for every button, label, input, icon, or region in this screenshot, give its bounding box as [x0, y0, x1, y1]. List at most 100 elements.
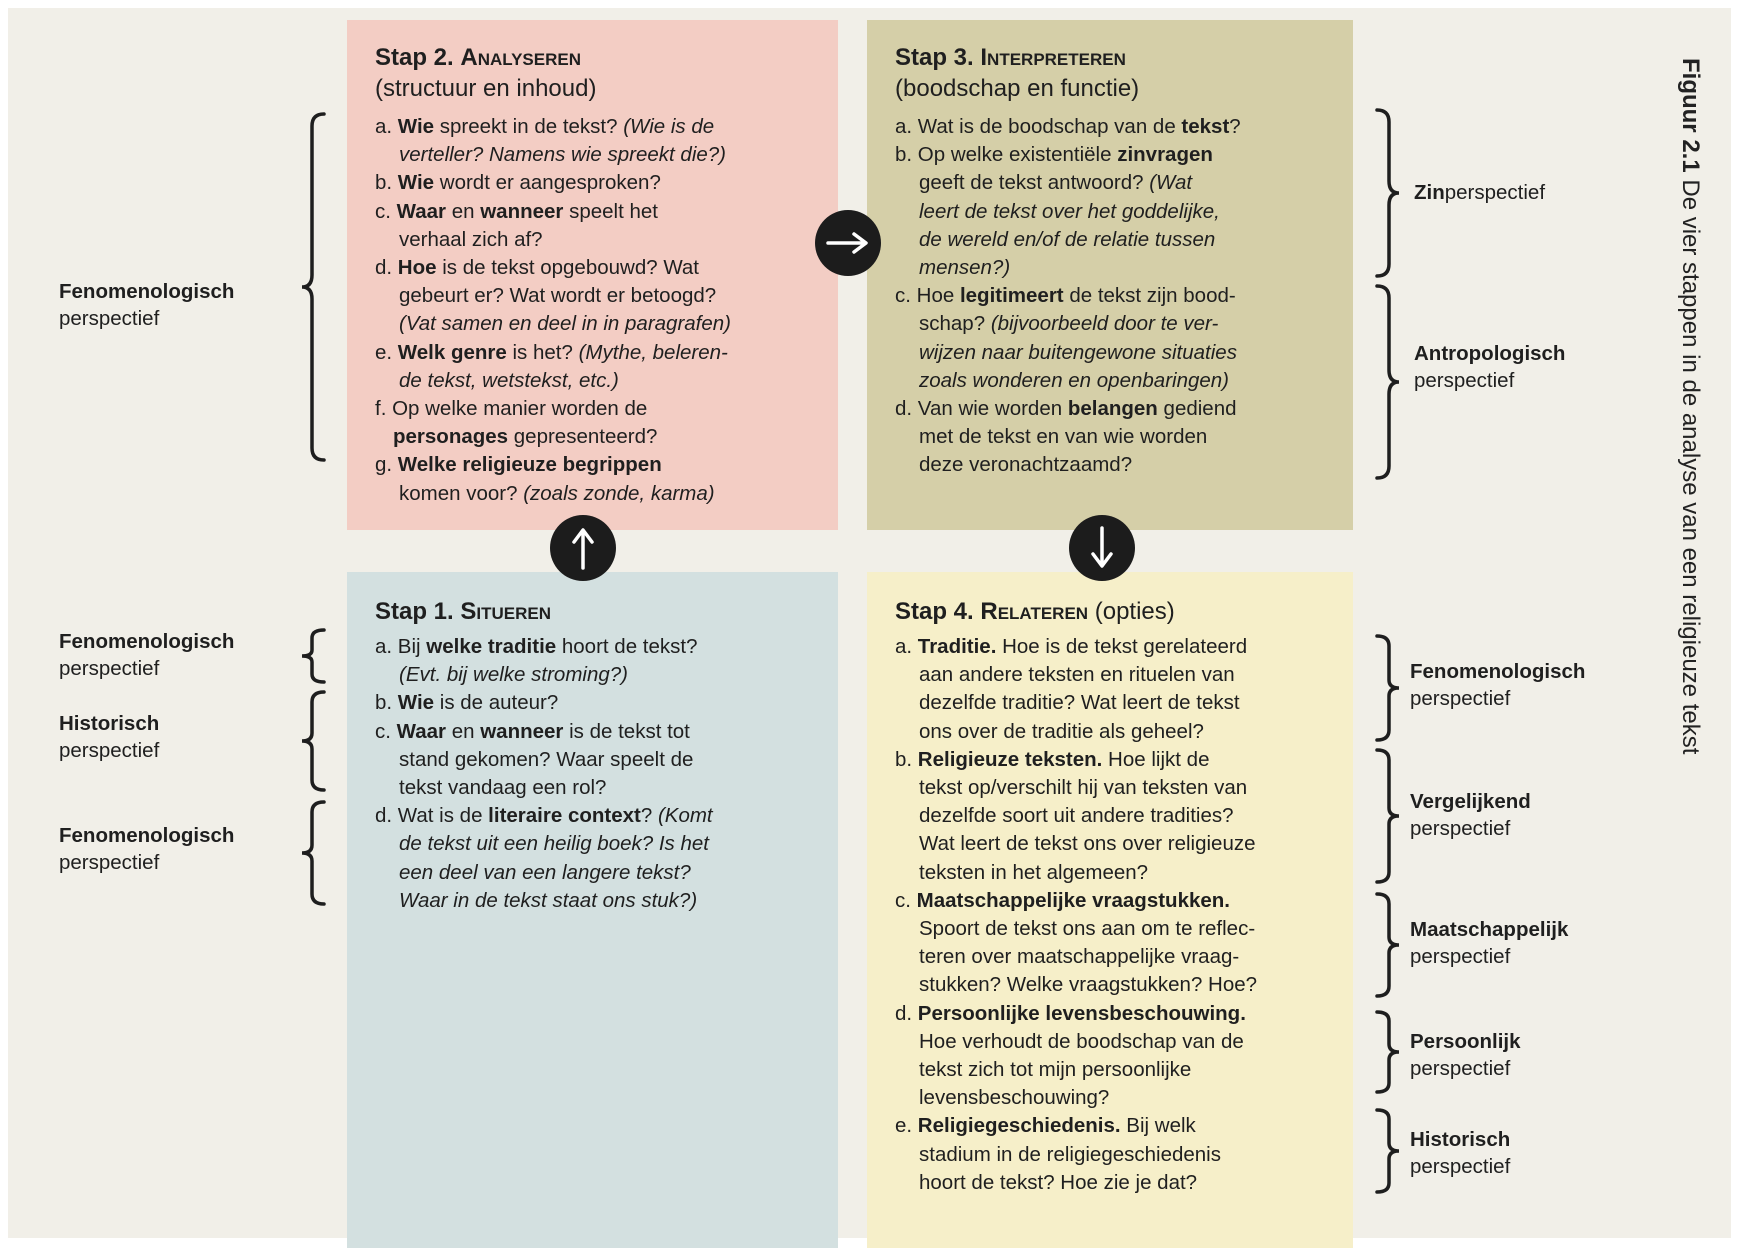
item-line: zoals wonderen en openbaringen) — [919, 368, 1229, 394]
item-text: de tekst, wetstekst, etc.) — [399, 368, 619, 392]
item-text: wordt er aangesproken? — [434, 171, 661, 195]
item-line: d. Wat is de literaire context? (Komt — [375, 803, 713, 829]
item-text: hoort de tekst? Hoe zie je dat? — [919, 1170, 1198, 1194]
item-text: Waar — [396, 199, 447, 223]
item-text: Hoe — [397, 256, 437, 279]
item-line: a. Wat is de boodschap van de tekst? — [895, 114, 1241, 140]
item-line: verhaal zich af? — [399, 227, 543, 253]
item-text: personages — [393, 425, 509, 449]
item-text: en — [446, 199, 481, 223]
item-text: stadium in de religiegeschiedenis — [919, 1142, 1221, 1166]
step2-box: Stap 2. Analyseren (structuur en inhoud)… — [347, 20, 838, 530]
item-text: komen voor? — [399, 481, 524, 505]
item-line: schap? (bijvoorbeeld door te ver- — [919, 311, 1218, 337]
item-text: d. Wat is de — [375, 804, 489, 828]
item-text: dezelfde traditie? Wat leert de tekst — [919, 691, 1240, 715]
item-text: g. — [375, 453, 398, 477]
item-line: met de tekst en van wie worden — [919, 424, 1207, 450]
item-line: e. Welk genre is het? (Mythe, beleren- — [375, 340, 728, 366]
item-line: verteller? Namens wie spreekt die?) — [399, 142, 726, 168]
item-text: Persoonlijke levensbeschouwing. — [917, 1001, 1246, 1025]
item-text: is de tekst tot — [563, 719, 690, 743]
item-line: stukken? Welke vraagstukken? Hoe? — [919, 972, 1257, 998]
right-arrow-icon — [815, 210, 881, 276]
item-line: tekst vandaag een rol? — [399, 775, 606, 801]
item-text: Wie — [397, 691, 435, 715]
item-line: hoort de tekst? Hoe zie je dat? — [919, 1170, 1197, 1196]
brace-right-step4-e — [1375, 1108, 1400, 1194]
item-text: Bij welk — [1120, 1114, 1196, 1138]
item-text: zinvragen — [1117, 143, 1213, 167]
item-text: verteller? Namens wie spreekt die?) — [399, 143, 726, 167]
perspective-zin-step3: Zinperspectief — [1414, 181, 1546, 204]
item-text: levensbeschouwing? — [919, 1086, 1110, 1110]
item-text: (bijvoorbeeld door te ver- — [990, 312, 1219, 336]
item-text: Wie — [397, 171, 435, 195]
item-text: is de tekst opgebouwd? Wat — [436, 256, 700, 279]
item-text: gepresenteerd? — [508, 425, 658, 449]
item-line: teksten in het algemeen? — [919, 860, 1148, 886]
item-line: wijzen naar buitengewone situaties — [919, 340, 1237, 366]
step3-title: Stap 3. Interpreteren — [895, 44, 1126, 71]
item-text: leert de tekst over het goddelijke, — [919, 199, 1220, 223]
item-text: (Komt — [657, 804, 713, 828]
item-text: gediend — [1157, 397, 1237, 420]
item-text: f. Op welke manier worden de — [375, 397, 648, 420]
item-line: e. Religiegeschiedenis. Bij welk — [895, 1113, 1196, 1139]
item-line: c. Maatschappelijke vraagstukken. — [895, 888, 1230, 914]
item-text: d. — [895, 1001, 918, 1025]
item-text: d. — [375, 256, 398, 279]
item-text: legitimeert — [959, 284, 1064, 308]
item-text: Spoort de tekst ons aan om te reflec- — [919, 917, 1256, 940]
brace-left-step1-bc — [301, 690, 326, 792]
item-line: Waar in de tekst staat ons stuk?) — [399, 888, 697, 914]
item-text: speelt het — [563, 199, 658, 223]
item-text: tekst vandaag een rol? — [399, 776, 607, 799]
item-text: c. Hoe — [895, 284, 960, 308]
item-text: c. — [375, 719, 397, 743]
item-line: de tekst uit een heilig boek? Is het — [399, 831, 709, 857]
item-text: een deel van een langere tekst? — [399, 860, 691, 884]
step2-subtitle: (structuur en inhoud) — [375, 75, 597, 102]
item-text: zoals wonderen en openbaringen) — [919, 368, 1230, 392]
item-line: Wat leert de tekst ons over religieuze — [919, 831, 1256, 857]
item-text: hoort de tekst? — [556, 635, 698, 658]
item-text: (Wie is de — [623, 115, 715, 138]
item-text: a. Bij — [375, 635, 427, 658]
item-text: Wat leert de tekst ons over religieuze — [919, 832, 1256, 856]
item-line: komen voor? (zoals zonde, karma) — [399, 481, 715, 507]
item-text: gebeurt er? Wat wordt er betoogd? — [399, 284, 717, 308]
item-text: schap? — [919, 312, 991, 336]
figure: Stap 2. Analyseren (structuur en inhoud)… — [8, 8, 1731, 1248]
item-text: wijzen naar buitengewone situaties — [919, 340, 1237, 364]
item-text: Religieuze teksten. — [917, 747, 1103, 771]
item-text: e. — [375, 340, 398, 364]
item-text: tekst — [1181, 115, 1230, 138]
item-text: stand gekomen? Waar speelt de — [399, 747, 694, 771]
item-text: (zoals zonde, karma) — [523, 481, 715, 505]
item-text: en — [446, 719, 481, 743]
item-text: verhaal zich af? — [399, 227, 543, 251]
item-text: Welke religieuze begrippen — [397, 453, 662, 477]
item-line: Hoe verhoudt de boodschap van de — [919, 1029, 1244, 1055]
item-line: dezelfde soort uit andere tradities? — [919, 803, 1234, 829]
item-line: geeft de tekst antwoord? (Wat — [919, 170, 1192, 196]
item-line: c. Waar en wanneer speelt het — [375, 199, 658, 225]
item-text: Hoe is de tekst gerelateerd — [996, 635, 1248, 658]
item-text: c. — [895, 888, 917, 912]
item-line: aan andere teksten en rituelen van — [919, 662, 1235, 688]
item-text: Hoe lijkt de — [1102, 747, 1210, 771]
step4-title: Stap 4. Relateren (opties) — [895, 598, 1175, 625]
item-line: een deel van een langere tekst? — [399, 860, 691, 886]
item-text: Traditie. — [917, 635, 997, 658]
brace-right-step3-ab — [1375, 108, 1400, 278]
item-text: literaire context — [488, 804, 641, 828]
item-text: a. Wat is de boodschap van de — [895, 115, 1182, 138]
item-text: de tekst zijn bood- — [1063, 284, 1236, 308]
item-text: (Wat — [1149, 171, 1193, 195]
